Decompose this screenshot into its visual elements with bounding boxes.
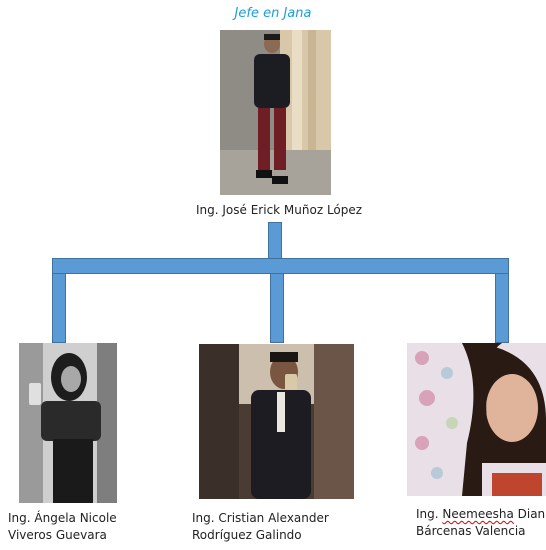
member-name-neemeesha-rest: Diani [513,507,546,521]
connector-right [495,273,509,343]
member-name-angela: Ing. Ángela Nicole Viveros Guevara [8,510,117,544]
member-name-angela-line1: Ing. Ángela Nicole [8,511,117,525]
connector-horizontal [52,258,509,274]
member-name-neemeesha-flagged: Neemeesha [442,507,514,521]
boss-name: Ing. José Erick Muñoz López [196,203,363,217]
member-name-cristian-line1: Ing. Cristian Alexander [192,511,329,525]
member-name-angela-line2: Viveros Guevara [8,528,107,542]
member-name-cristian-line2: Rodríguez Galindo [192,528,302,542]
connector-trunk [268,222,282,259]
chart-title: Jefe en Jana [234,6,312,21]
member-name-neemeesha-line2: Bárcenas Valencia [416,524,526,538]
member-name-neemeesha: Ing. Neemeesha Diani Bárcenas Valencia [416,506,546,540]
member-photo-angela [19,343,117,503]
boss-photo [220,30,331,195]
member-name-cristian: Ing. Cristian Alexander Rodríguez Galind… [192,510,329,544]
member-photo-neemeesha [407,343,546,496]
member-name-neemeesha-line1: Ing. Neemeesha Diani [416,506,546,523]
member-photo-cristian [199,344,354,499]
member-name-neemeesha-prefix: Ing. [416,507,443,521]
connector-left [52,273,66,343]
connector-center [270,273,284,343]
